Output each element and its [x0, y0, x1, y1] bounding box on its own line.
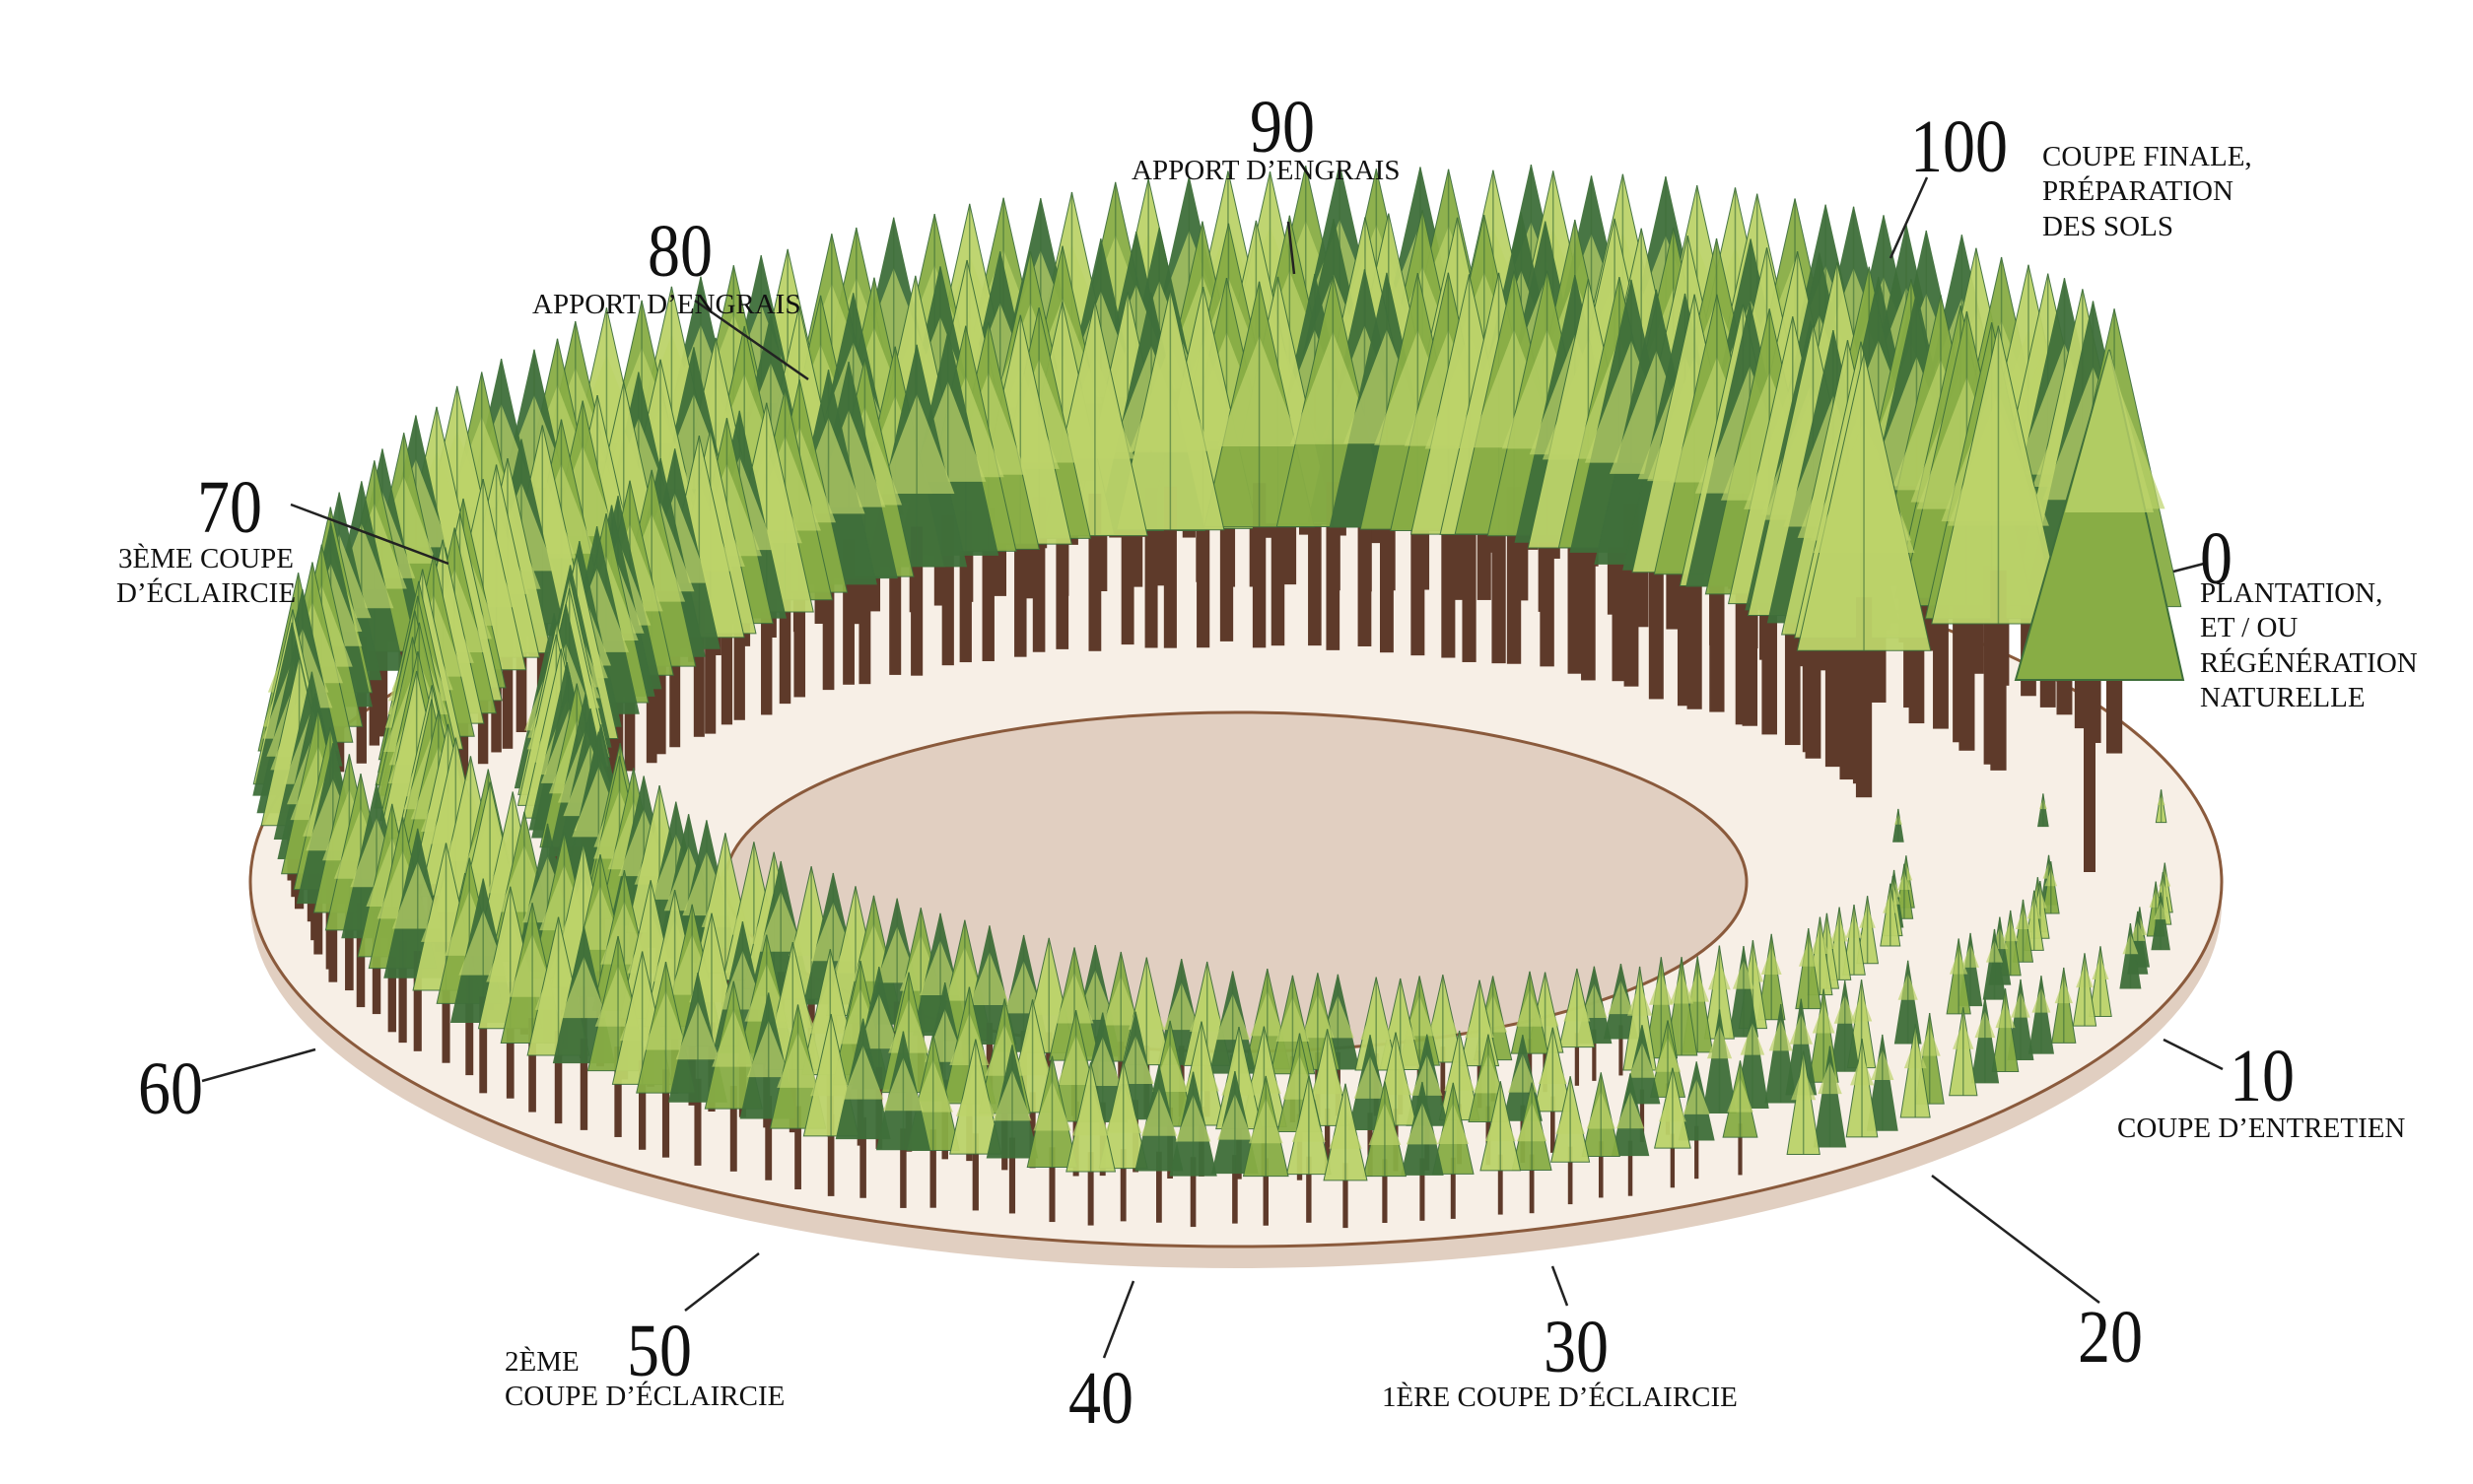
stage-80-number: 80 [648, 215, 713, 290]
leader-20 [1932, 1176, 2099, 1303]
stage-10-caption: COUPE D’ENTRETIEN [2117, 1112, 2405, 1146]
stage-30-number: 30 [1544, 1311, 1609, 1385]
stage-30-caption: 1ÈRE COUPE D’ÉCLAIRCIE [1382, 1381, 1738, 1415]
stage-10-number: 10 [2230, 1040, 2295, 1114]
stage-20-number: 20 [2078, 1301, 2143, 1376]
stage-50-caption: 2ÈME COUPE D’ÉCLAIRCIE [505, 1345, 785, 1415]
stage-90-caption: APPORT D’ENGRAIS [1132, 154, 1400, 188]
stage-0-caption: PLANTATION, ET / OU RÉGÉNÉRATION NATUREL… [2200, 576, 2418, 716]
stage-40-number: 40 [1068, 1362, 1133, 1437]
stage-60-number: 60 [138, 1052, 203, 1127]
leader-50 [685, 1253, 759, 1311]
stage-70-number: 70 [197, 471, 262, 546]
stage-100-caption: COUPE FINALE, PRÉPARATION DES SOLS [2042, 140, 2252, 244]
leader-30 [1552, 1266, 1567, 1306]
stage-80-caption: APPORT D’ENGRAIS [532, 288, 800, 322]
stage-70-caption: 3ÈME COUPE D’ÉCLAIRCIE [116, 542, 296, 612]
leader-10 [2164, 1040, 2223, 1069]
leader-40 [1104, 1281, 1133, 1358]
stage-100-number: 100 [1910, 110, 2008, 185]
leader-60 [202, 1049, 315, 1081]
